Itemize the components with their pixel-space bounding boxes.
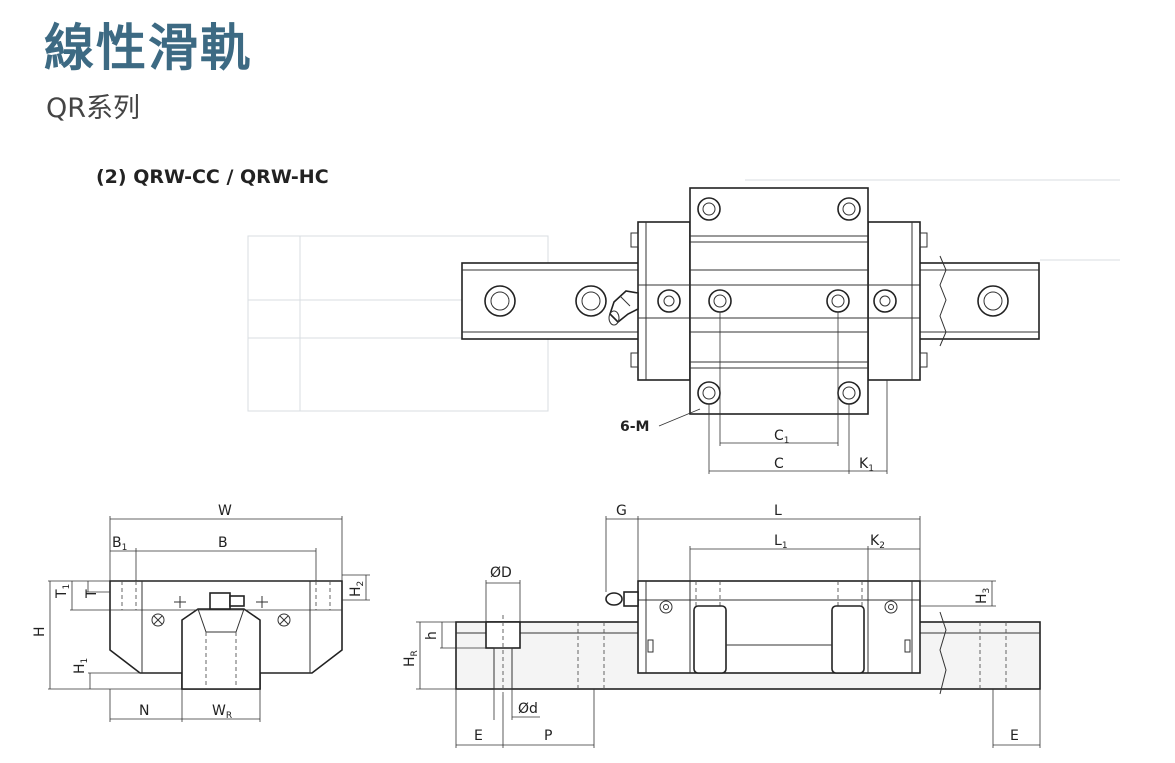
mounting-hole-icon <box>837 381 861 405</box>
label-w: W <box>218 503 232 519</box>
label-n: N <box>139 703 149 719</box>
end-cap-hole-icon <box>657 289 681 313</box>
counterbore-hole-icon <box>485 615 521 695</box>
label-h: H <box>32 626 48 637</box>
screw-icon <box>151 613 165 627</box>
label-od-lower: Ød <box>518 701 538 717</box>
label-c: C <box>774 456 784 472</box>
label-t: T <box>84 589 100 599</box>
top-view: 6-M C1 C K1 <box>461 187 1040 474</box>
label-c1: C1 <box>774 428 790 446</box>
grease-nipple-icon <box>209 592 245 610</box>
crosshair-icon <box>174 596 186 608</box>
label-h1: H1 <box>72 658 90 674</box>
rail-hole-icon <box>977 285 1009 317</box>
mounting-hole-icon <box>837 197 861 221</box>
carriage-side <box>637 580 921 674</box>
page-title: 線性滑軌 <box>44 19 252 77</box>
side-view: G L L1 K2 H3 ØD HR h Ød E P E <box>402 503 1041 748</box>
label-k2: K2 <box>870 533 885 551</box>
crosshair-icon <box>256 596 268 608</box>
label-6-m: 6-M <box>620 419 649 435</box>
mounting-hole-icon <box>826 289 850 313</box>
label-od-upper: ØD <box>490 565 512 581</box>
end-cap-hole-icon <box>873 289 897 313</box>
screw-icon <box>659 600 673 614</box>
label-l: L <box>774 503 782 519</box>
rail-front <box>181 608 261 690</box>
grease-nipple-icon <box>608 290 639 326</box>
label-hr: HR <box>402 650 420 667</box>
grease-nipple-icon <box>605 591 639 607</box>
screw-icon <box>277 613 291 627</box>
rail-hole-icon <box>575 285 607 317</box>
label-l1: L1 <box>774 533 788 551</box>
mounting-hole-icon <box>697 381 721 405</box>
mounting-hole-icon <box>708 289 732 313</box>
label-h-lower: h <box>424 631 440 640</box>
label-g: G <box>616 503 627 519</box>
screw-icon <box>884 600 898 614</box>
label-h3: H3 <box>974 588 992 604</box>
label-t1: T1 <box>54 584 72 599</box>
label-b1: B1 <box>112 535 127 553</box>
series-subtitle: QR系列 <box>46 93 141 124</box>
front-view: W B1 B H T1 T H1 H2 N WR <box>32 503 370 722</box>
model-heading: (2) QRW-CC / QRW-HC <box>96 166 329 188</box>
label-k1: K1 <box>859 456 874 474</box>
rail-hole-icon <box>484 285 516 317</box>
label-wr: WR <box>212 703 232 721</box>
mounting-hole-icon <box>697 197 721 221</box>
label-b: B <box>218 535 228 551</box>
label-e-left: E <box>474 728 483 744</box>
label-h2: H2 <box>348 581 366 597</box>
label-e-right: E <box>1010 728 1019 744</box>
label-p: P <box>544 728 552 744</box>
